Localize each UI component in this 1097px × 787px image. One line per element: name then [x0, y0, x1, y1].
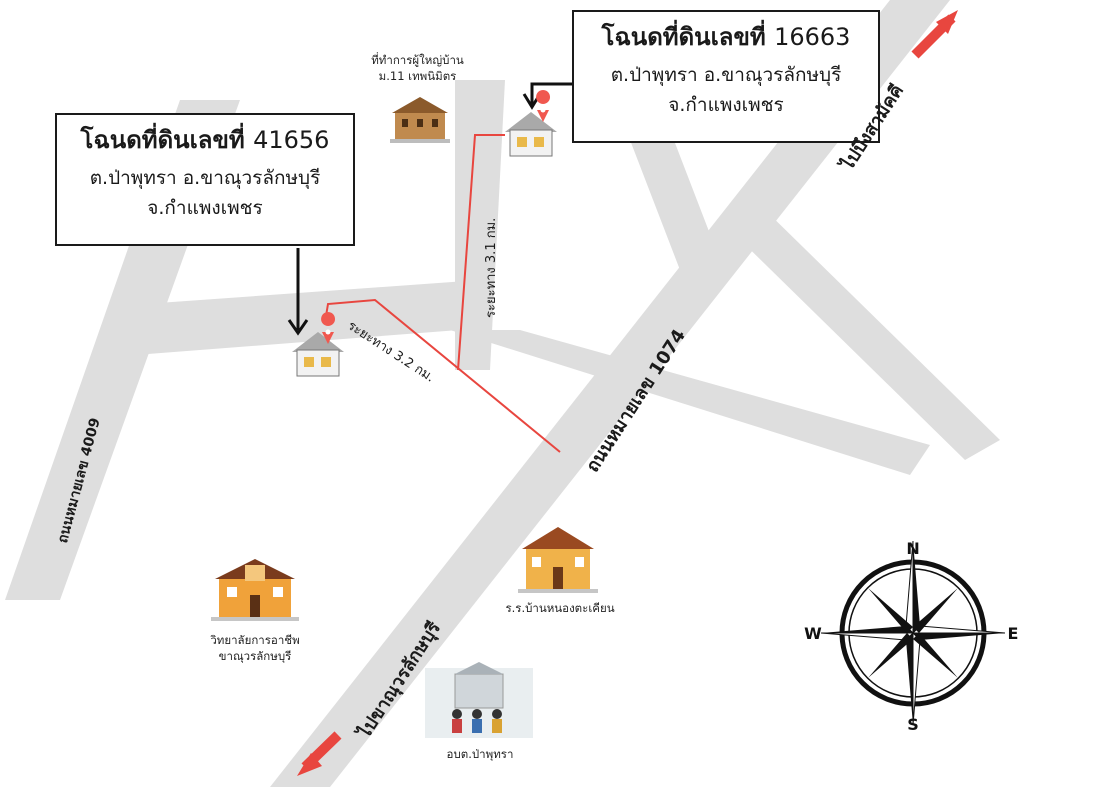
- nong-takhian-school-label: ร.ร.บ้านหนองตะเคียน: [505, 601, 615, 615]
- parcel-title-16663: โฉนดที่ดินเลขที่ 16663: [601, 23, 851, 51]
- compass-rose-icon: N S E W: [804, 539, 1018, 734]
- road-east-branch: [450, 330, 930, 475]
- house-16663-icon: [505, 90, 557, 157]
- parcel-title-41656: โฉนดที่ดินเลขที่ 41656: [80, 126, 330, 154]
- vocational-college-label-line2: ขาณุวรลักษบุรี: [218, 649, 292, 663]
- road-diagonal-ne: [720, 200, 1000, 460]
- parcel-location-41656: ต.ป่าพุทรา อ.ขาณุวรลักษบุรี: [89, 167, 321, 189]
- road-north-branch: [455, 80, 505, 370]
- parcel-box-41656: โฉนดที่ดินเลขที่ 41656 ต.ป่าพุทรา อ.ขาณุ…: [55, 113, 355, 246]
- arrow-to-khanu: [297, 731, 342, 776]
- pointer-41656: [287, 248, 309, 336]
- nong-takhian-school-icon: [518, 527, 598, 593]
- house-41656-icon: [292, 312, 344, 377]
- compass-n: N: [906, 539, 919, 558]
- road-north-east: [630, 130, 720, 270]
- parcel-location-16663: ต.ป่าพุทรา อ.ขาณุวรลักษบุรี: [610, 64, 842, 86]
- vocational-college-label-line1: วิทยาลัยการอาชีพ: [210, 633, 300, 647]
- compass-w: W: [804, 624, 822, 643]
- road-network: [5, 0, 1000, 787]
- vocational-college-label: วิทยาลัยการอาชีพ ขาณุวรลักษบุรี: [190, 632, 320, 664]
- village-office-label: ที่ทำการผู้ใหญ่บ้าน ม.11 เทพนิมิตร: [355, 52, 480, 84]
- parcel-province-41656: จ.กำแพงเพชร: [147, 197, 263, 219]
- parcel-province-16663: จ.กำแพงเพชร: [668, 94, 784, 116]
- pa-phutsa-sao-label: อบต.ป่าพุทรา: [446, 747, 514, 761]
- arrow-to-bueng-samakkhi: [911, 10, 958, 59]
- village-office-icon: [390, 97, 450, 143]
- village-office-label-line2: ม.11 เทพนิมิตร: [378, 69, 457, 83]
- compass-e: E: [1008, 624, 1019, 643]
- distance-16663: ระยะทาง 3.1 กม.: [484, 217, 499, 318]
- compass-s: S: [907, 715, 919, 734]
- village-office-label-line1: ที่ทำการผู้ใหญ่บ้าน: [371, 53, 464, 67]
- route-to-16663: [457, 134, 505, 371]
- parcel-box-16663: โฉนดที่ดินเลขที่ 16663 ต.ป่าพุทรา อ.ขาณุ…: [572, 10, 880, 143]
- road-1074: [270, 0, 950, 787]
- road-crossing: [130, 280, 485, 355]
- pa-phutsa-sao-icon: [425, 662, 533, 738]
- vocational-college-icon: [211, 559, 299, 621]
